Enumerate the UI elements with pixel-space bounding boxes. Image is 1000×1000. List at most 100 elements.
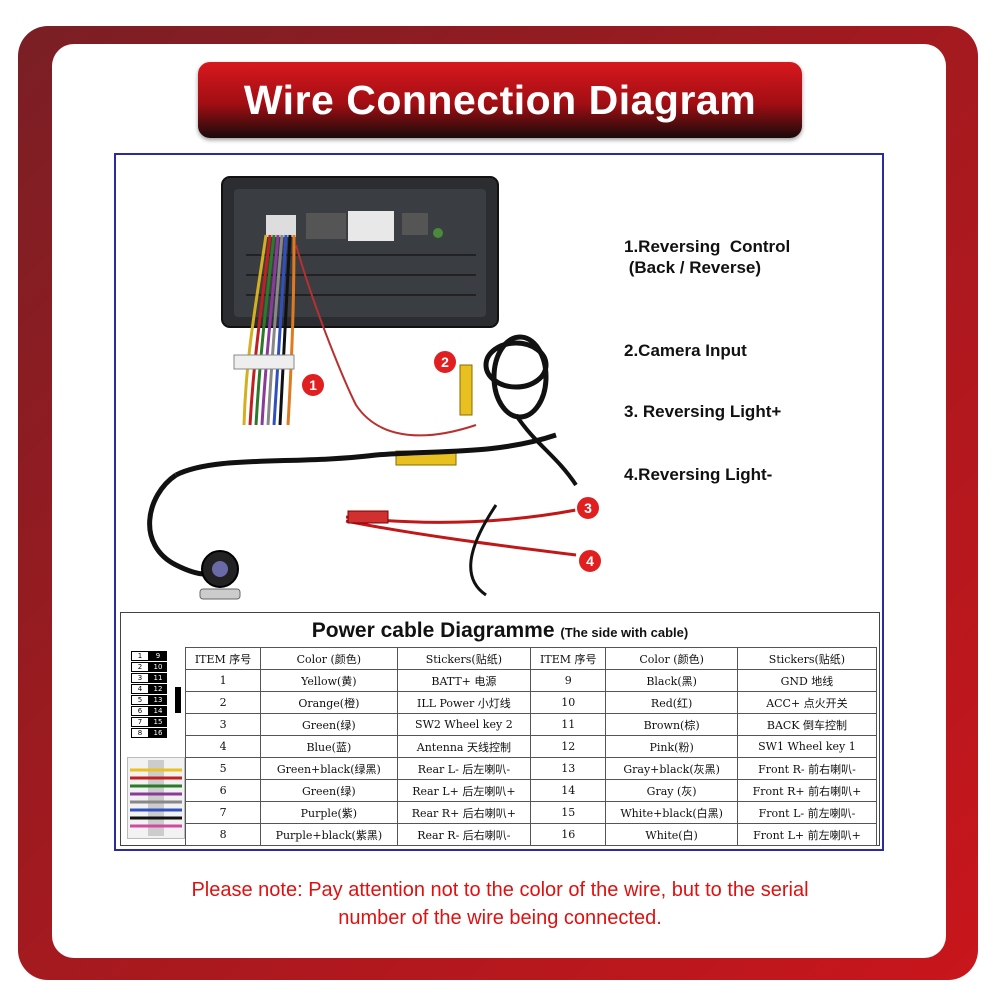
pin-label: 14 bbox=[149, 706, 167, 716]
pin-label: 12 bbox=[149, 684, 167, 694]
table-cell: Front L- 前左喇叭- bbox=[736, 801, 878, 824]
marker-3: 3 bbox=[575, 495, 601, 521]
table-cell: 5 bbox=[184, 757, 262, 780]
table-cell: Gray (灰) bbox=[605, 779, 738, 802]
cable-coil bbox=[483, 334, 578, 487]
table-cell: 11 bbox=[530, 713, 607, 736]
note-line-1: Please note: Pay attention not to the co… bbox=[191, 879, 809, 901]
table-header-1: Color (颜色) bbox=[260, 647, 398, 670]
pin-label: 2 bbox=[131, 662, 149, 672]
table-subtitle: (The side with cable) bbox=[560, 625, 689, 640]
table-cell: 10 bbox=[530, 691, 607, 714]
table-cell: 8 bbox=[184, 823, 262, 846]
note: Please note: Pay attention not to the co… bbox=[100, 876, 900, 932]
table-cell: Green(绿) bbox=[260, 779, 398, 802]
svg-text:1: 1 bbox=[309, 377, 317, 393]
table-cell: SW2 Wheel key 2 bbox=[396, 713, 532, 736]
wire-photo bbox=[127, 757, 185, 839]
table-cell: Yellow(黄) bbox=[260, 669, 398, 692]
table-title: Power cable Diagramme (The side with cab… bbox=[311, 619, 689, 642]
table-header-5: Stickers(贴纸) bbox=[736, 647, 878, 670]
table-cell: Green(绿) bbox=[260, 713, 398, 736]
marker-2: 2 bbox=[432, 349, 458, 375]
table-cell: Gray+black(灰黑) bbox=[605, 757, 738, 780]
note-line-2: number of the wire being connected. bbox=[338, 907, 662, 929]
legend-1-line1: 1.Reversing Control bbox=[624, 237, 791, 256]
table-cell: 14 bbox=[530, 779, 607, 802]
table-cell: Orange(橙) bbox=[260, 691, 398, 714]
table-cell: 3 bbox=[184, 713, 262, 736]
table-cell: Rear L- 后左喇叭- bbox=[396, 757, 532, 780]
table-header-2: Stickers(贴纸) bbox=[396, 647, 532, 670]
svg-text:2: 2 bbox=[441, 354, 449, 370]
power-cable-panel: Power cable Diagramme (The side with cab… bbox=[120, 612, 880, 846]
table-cell: 7 bbox=[184, 801, 262, 824]
table-header-0: ITEM 序号 bbox=[184, 647, 262, 670]
pin-label: 8 bbox=[131, 728, 149, 738]
marker-4: 4 bbox=[577, 548, 603, 574]
wiring-illustration: 1 2 3 4 bbox=[147, 176, 603, 600]
table-cell: SW1 Wheel key 1 bbox=[736, 735, 878, 758]
table-cell: 12 bbox=[530, 735, 607, 758]
pin-label: 9 bbox=[149, 651, 167, 661]
table-cell: 15 bbox=[530, 801, 607, 824]
pin-label: 1 bbox=[131, 651, 149, 661]
table-cell: ILL Power 小灯线 bbox=[396, 691, 532, 714]
table-cell: BATT+ 电源 bbox=[396, 669, 532, 692]
table-cell: BACK 倒车控制 bbox=[736, 713, 878, 736]
pin-label: 11 bbox=[149, 673, 167, 683]
table-cell: 16 bbox=[530, 823, 607, 846]
table-cell: Black(黑) bbox=[605, 669, 738, 692]
pin-label: 7 bbox=[131, 717, 149, 727]
table-cell: Front R+ 前右喇叭+ bbox=[736, 779, 878, 802]
legend-2: 2.Camera Input bbox=[624, 341, 747, 360]
table-cell: 6 bbox=[184, 779, 262, 802]
table-cell: Antenna 天线控制 bbox=[396, 735, 532, 758]
connector-notch bbox=[175, 687, 181, 713]
pin-label: 4 bbox=[131, 684, 149, 694]
table-cell: Purple+black(紫黑) bbox=[260, 823, 398, 846]
table-header-4: Color (颜色) bbox=[605, 647, 738, 670]
table-header-3: ITEM 序号 bbox=[530, 647, 607, 670]
table-cell: Blue(蓝) bbox=[260, 735, 398, 758]
pin-label: 6 bbox=[131, 706, 149, 716]
table-cell: Green+black(绿黑) bbox=[260, 757, 398, 780]
svg-text:3: 3 bbox=[584, 500, 592, 516]
marker-1: 1 bbox=[300, 372, 326, 398]
table-cell: Pink(粉) bbox=[605, 735, 738, 758]
table-cell: GND 地线 bbox=[736, 669, 878, 692]
pin-label: 15 bbox=[149, 717, 167, 727]
legend-3: 3. Reversing Light+ bbox=[624, 402, 782, 421]
table-cell: Rear L+ 后左喇叭+ bbox=[396, 779, 532, 802]
table-cell: Purple(紫) bbox=[260, 801, 398, 824]
page-title: Wire Connection Diagram bbox=[243, 76, 757, 123]
wire-harness bbox=[233, 234, 296, 426]
legend-1-line2: (Back / Reverse) bbox=[624, 258, 762, 277]
rca-connector-top bbox=[459, 364, 473, 416]
table-cell: White+black(白黑) bbox=[605, 801, 738, 824]
table-cell: Brown(棕) bbox=[605, 713, 738, 736]
table-cell: Rear R+ 后右喇叭+ bbox=[396, 801, 532, 824]
legend-4: 4.Reversing Light- bbox=[624, 465, 773, 484]
title-banner: Wire Connection Diagram bbox=[198, 62, 802, 138]
table-cell: Rear R- 后右喇叭- bbox=[396, 823, 532, 846]
table-cell: White(白) bbox=[605, 823, 738, 846]
table-cell: Red(红) bbox=[605, 691, 738, 714]
power-wire-negative bbox=[345, 519, 577, 557]
pin-label: 16 bbox=[149, 728, 167, 738]
table-cell: 2 bbox=[184, 691, 262, 714]
